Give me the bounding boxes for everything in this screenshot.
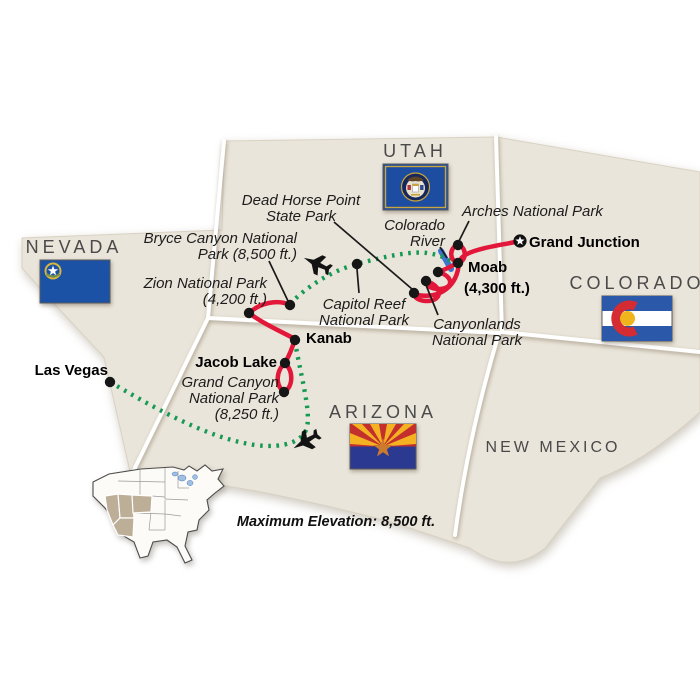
- flight-route-bryce-moab: [288, 250, 452, 306]
- inset-highlight-arizona: [112, 517, 135, 538]
- leader-colorado-river: [439, 246, 448, 259]
- route-moab-canyonlands-outer: [414, 260, 462, 298]
- stop-dot-arches: [452, 239, 464, 251]
- label-state-utah: UTAH: [383, 141, 447, 161]
- star-city-marker-icon: [513, 234, 527, 248]
- label-park-dead-horse-line1: Dead Horse Point: [241, 192, 361, 209]
- leader-canyonlands: [425, 284, 439, 316]
- stop-dot-canyonlands: [408, 287, 420, 299]
- label-park-dead-horse-line2: State Park: [265, 208, 337, 225]
- label-park-arches: Arches National Park: [462, 203, 603, 220]
- label-state-new-mexico: NEW MEXICO: [485, 439, 621, 456]
- label-colorado-river-line1: Colorado: [384, 217, 445, 234]
- colorado-flag: [601, 295, 673, 342]
- label-park-zion-line1: Zion National Park: [143, 275, 267, 292]
- label-state-nevada: NEVADA: [25, 237, 123, 257]
- label-colorado-river-line2: River: [409, 233, 445, 250]
- label-park-capitol-reef-line1: Capitol Reef: [322, 296, 406, 313]
- airplane-icon: [293, 428, 322, 450]
- label-park-grand-canyon-line1: Grand Canyon: [181, 374, 279, 391]
- label-city-jacob-lake: Jacob Lake: [195, 354, 277, 371]
- label-max-elevation: Maximum Elevation: 8,500 ft.: [236, 514, 436, 530]
- label-park-bryce-line2: Park (8,500 ft.): [197, 246, 297, 263]
- label-state-colorado: COLORADO: [569, 273, 700, 293]
- stop-dot-moab: [452, 257, 464, 269]
- tour-stops: [104, 239, 464, 398]
- airplane-icon: [303, 255, 333, 276]
- flight-route: [108, 250, 452, 449]
- border-nevada-utah: [206, 139, 226, 320]
- inset-great-lakes: [171, 471, 198, 486]
- stop-dot-jacob-lake: [279, 357, 291, 369]
- stop-dot-capitol-reef: [351, 258, 363, 270]
- label-city-grand-junction: Grand Junction: [529, 234, 640, 251]
- border-arizona-newmexico: [453, 331, 501, 537]
- label-city-moab-elevation: (4,300 ft.): [464, 280, 530, 297]
- label-city-kanab: Kanab: [306, 330, 352, 347]
- stop-dot-zion: [243, 307, 255, 319]
- label-state-arizona: ARIZONA: [328, 402, 438, 422]
- leader-bryce: [268, 260, 289, 302]
- inset-highlighted-states: [104, 493, 153, 538]
- label-city-las-vegas: Las Vegas: [34, 362, 108, 379]
- leader-capitol-reef: [356, 268, 360, 294]
- label-park-bryce-line1: Bryce Canyon National: [143, 230, 297, 247]
- nevada-flag: [39, 259, 111, 304]
- stop-dot-grand-canyon: [278, 386, 290, 398]
- border-nevada-arizona: [129, 316, 210, 478]
- us-inset-map: [92, 464, 225, 564]
- label-city-moab: Moab: [468, 259, 508, 276]
- label-park-canyonlands-line2: National Park: [431, 332, 523, 349]
- border-colorado-newmexico: [500, 330, 700, 354]
- stop-dot-kanab: [289, 334, 301, 346]
- stop-dot-las-vegas: [104, 376, 116, 388]
- arizona-flag: [349, 423, 417, 470]
- border-utah-colorado: [494, 135, 504, 334]
- state-borders: [129, 135, 700, 537]
- label-park-capitol-reef-line2: National Park: [318, 312, 410, 329]
- label-park-zion-line2: (4,200 ft.): [202, 291, 267, 308]
- utah-flag: [382, 163, 449, 211]
- leader-dead-horse: [333, 221, 413, 290]
- leader-arches: [458, 220, 470, 242]
- landmass: [21, 136, 700, 563]
- label-park-canyonlands-line1: Canyonlands: [433, 316, 521, 333]
- stop-dot-bryce: [284, 299, 296, 311]
- leader-lines: [268, 220, 470, 316]
- inset-highlight-colorado: [131, 494, 153, 514]
- stop-dot-canyonlands-mid: [420, 275, 432, 287]
- stop-dot-dead-horse: [432, 266, 444, 278]
- landmass-shape: [21, 136, 700, 563]
- label-park-grand-canyon-line3: (8,250 ft.): [214, 406, 279, 423]
- label-park-grand-canyon-line2: National Park: [188, 390, 279, 407]
